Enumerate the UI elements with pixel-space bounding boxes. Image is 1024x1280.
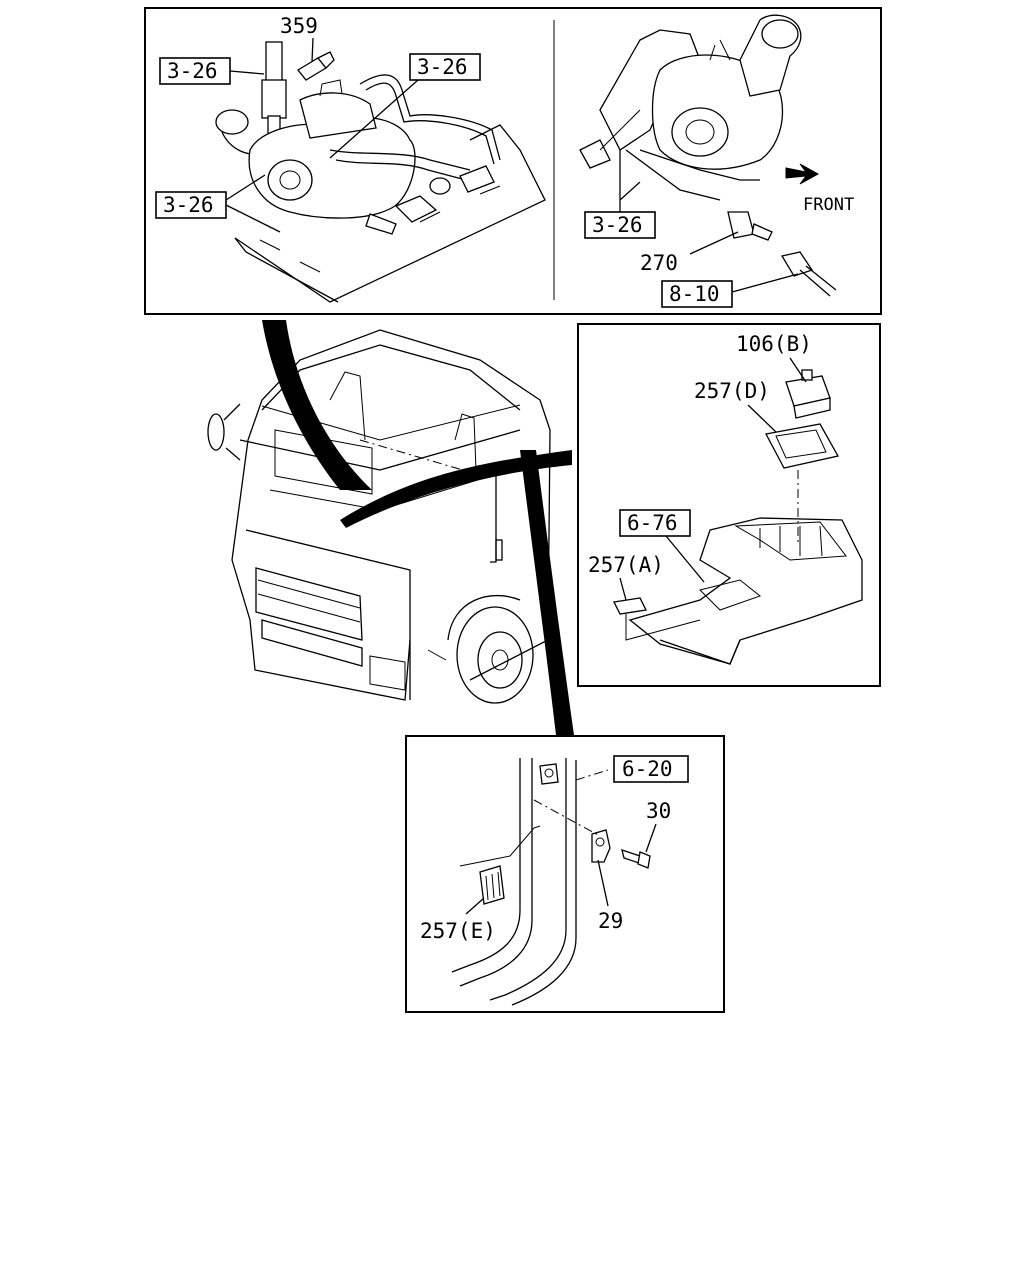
console-panel <box>577 323 881 687</box>
part-number-270: 270 <box>640 251 678 275</box>
part-number-106b: 106(B) <box>736 332 812 356</box>
part-number-29: 29 <box>598 909 623 933</box>
ref-box-6-76: 6-76 <box>619 509 705 583</box>
ref-box-6-20: 6-20 <box>613 755 689 783</box>
part-number-257d: 257(D) <box>694 379 770 403</box>
part-number-359: 359 <box>280 14 318 38</box>
ref-box-3-26-lower-left: 3-26 <box>155 174 281 233</box>
ref-label: 8-10 <box>669 282 720 306</box>
ref-label: 3-26 <box>163 193 214 217</box>
injection-pump-assembly <box>215 41 546 303</box>
ref-label: 3-26 <box>417 55 468 79</box>
ref-box-3-26-right: 3-26 <box>584 150 656 239</box>
hydraulic-unit <box>579 14 837 297</box>
front-direction-label: FRONT <box>803 195 854 215</box>
ref-label: 6-20 <box>622 757 673 781</box>
door-panel <box>405 735 725 1013</box>
part-number-257a: 257(A) <box>588 553 664 577</box>
truck-cab-illustration <box>207 320 574 735</box>
part-number-257e: 257(E) <box>420 919 496 943</box>
ref-label: 3-26 <box>592 213 643 237</box>
ref-box-3-26-top-left: 3-26 <box>159 57 265 85</box>
ref-label: 6-76 <box>627 511 678 535</box>
ref-box-3-26-top-middle: 3-26 <box>329 53 481 159</box>
ref-box-8-10: 8-10 <box>661 273 799 308</box>
part-number-30: 30 <box>646 799 671 823</box>
ref-label: 3-26 <box>167 59 218 83</box>
top-panel: 359 3-26 3-26 3-26 <box>144 7 882 315</box>
